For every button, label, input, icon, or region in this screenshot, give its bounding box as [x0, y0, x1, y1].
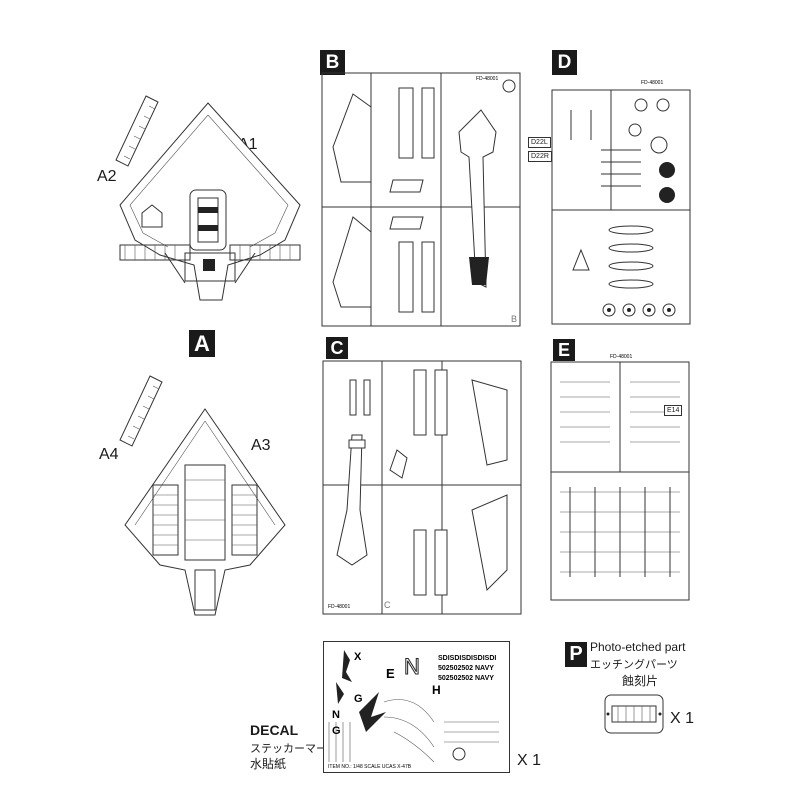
decal-letter-h: H — [432, 683, 441, 697]
sprue-c-frame-letter: C — [384, 600, 391, 610]
decal-letter-g-small: G — [332, 725, 341, 737]
sprue-b-drawing: FD-48001 B — [321, 72, 521, 327]
part-a1-upper-fuselage-drawing — [119, 102, 301, 301]
sprue-b-frame-letter: B — [511, 314, 517, 324]
sprue-e-drawing: FD-48001 — [550, 354, 690, 601]
decal-artwork: X E N G N G H SDISDISDISDISDI 502502502 … — [328, 650, 499, 770]
photo-etched-fret-drawing — [604, 694, 664, 734]
part-label-a3: A3 — [251, 437, 271, 454]
photo-etched-subtitle-jp: エッチングパーツ — [590, 659, 678, 671]
decal-letter-e: E — [386, 666, 395, 681]
decal-serial-3: 502502502 NAVY — [438, 675, 494, 682]
section-d-badge: D — [552, 50, 577, 75]
decal-serial-2: 502502502 NAVY — [438, 665, 494, 672]
callout-d22l: D22L — [528, 137, 551, 148]
photo-etched-quantity: X 1 — [670, 710, 695, 727]
part-a4-drawing — [119, 375, 163, 447]
photo-etched-badge: P — [565, 642, 587, 667]
callout-e14: E14 — [664, 405, 683, 416]
decal-subtitle-jp: ステッカーマーク — [250, 743, 338, 755]
sprue-c-drawing: FD-48001 C — [322, 360, 522, 615]
decal-title: DECAL — [250, 722, 299, 738]
part-label-a4: A4 — [99, 446, 119, 463]
section-b-badge: B — [320, 50, 345, 75]
decal-serial-1: SDISDISDISDISDI — [438, 655, 496, 662]
decal-footer: ITEM NO.: 1/48 SCALE UCAS X-47B — [328, 764, 412, 770]
decal-sheet: X E N G N G H SDISDISDISDISDI 502502502 … — [323, 641, 510, 773]
decal-letter-g: G — [354, 693, 363, 705]
part-label-a2: A2 — [97, 168, 117, 185]
decal-letter-n-small: N — [332, 709, 340, 721]
section-e-badge: E — [553, 339, 575, 361]
sprue-d-code: FD-48001 — [641, 80, 663, 86]
decal-subtitle-cn: 水貼紙 — [250, 757, 287, 771]
part-a2-drawing — [115, 95, 159, 167]
callout-d22r: D22R — [528, 151, 552, 162]
sprue-c-code: FD-48001 — [328, 604, 350, 610]
decal-letter-n-large: N — [404, 654, 420, 679]
sprue-e-code: FD-48001 — [610, 354, 632, 360]
decal-letter-x: X — [354, 651, 362, 663]
photo-etched-subtitle-cn: 蝕刻片 — [622, 674, 659, 688]
sprue-b-code: FD-48001 — [476, 76, 498, 82]
photo-etched-title: Photo-etched part — [590, 640, 686, 654]
section-a-badge: A — [189, 330, 215, 357]
section-c-badge: C — [326, 337, 348, 359]
decal-quantity: X 1 — [517, 752, 542, 769]
sprue-d-drawing: FD-48001 — [551, 80, 691, 325]
part-a3-lower-fuselage-drawing — [124, 408, 286, 616]
